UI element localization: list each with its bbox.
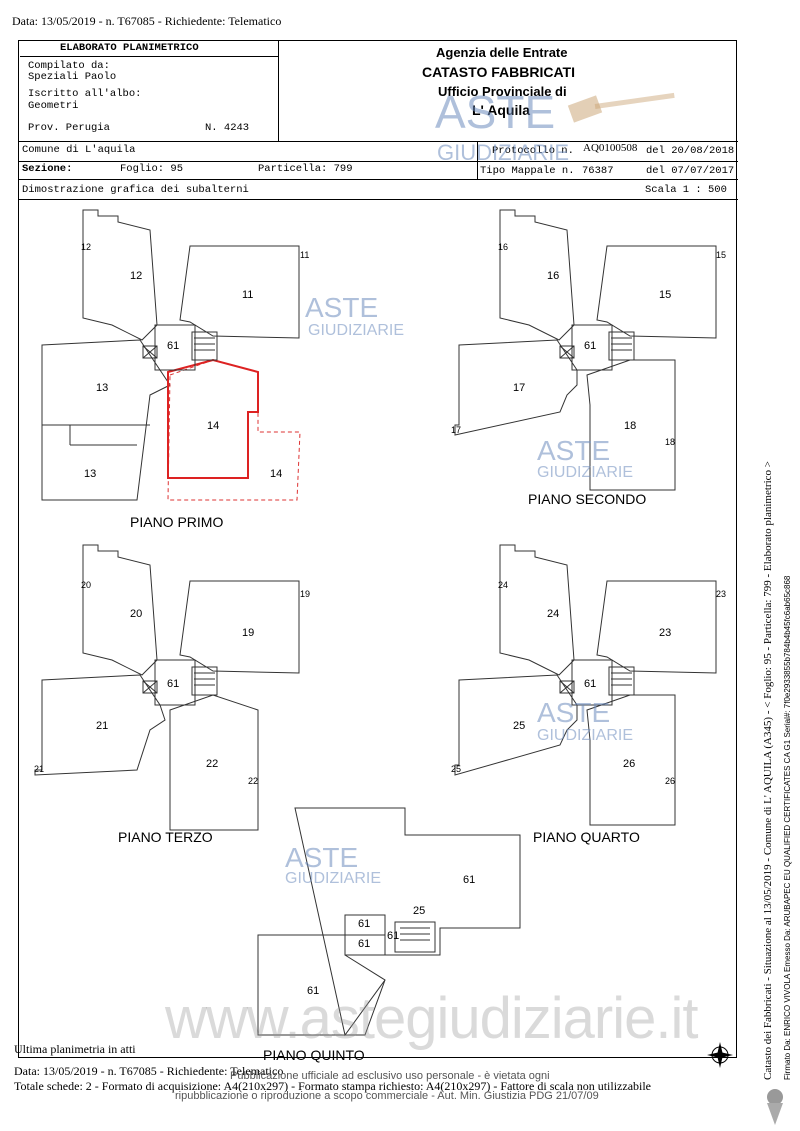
piano-terzo-label: PIANO TERZO (118, 829, 213, 845)
sezione-label: Sezione: (22, 163, 73, 175)
room-label: 20 (130, 608, 143, 620)
room-label: 61 (584, 340, 597, 352)
room-label: 17 (513, 382, 526, 394)
room-label: 16 (547, 270, 560, 282)
watermark-url: www.astegiudiziarie.it (165, 986, 698, 1051)
comune-label: Comune di L'aquila (22, 144, 136, 156)
room-label: 12 (81, 242, 92, 252)
logo-icon (767, 1089, 783, 1125)
room-label: 26 (665, 776, 676, 786)
tipo-date: del 07/07/2017 (646, 165, 735, 177)
room-label: 17 (451, 425, 462, 435)
room-label: 25 (513, 720, 526, 732)
room-label: 11 (300, 250, 310, 260)
compilato-label: Compilato da: (28, 60, 110, 72)
prov-value: Prov. Perugia (28, 122, 110, 134)
agency-name: Agenzia delle Entrate (436, 45, 568, 60)
room-label: 12 (130, 270, 143, 282)
scala-label: Scala 1 : 500 (645, 184, 727, 196)
side-signature: Firmato Da: ENRICO VIVOLA Emesso Da: ARU… (783, 575, 792, 1080)
watermark-aste: ASTE (537, 435, 611, 466)
room-label: 21 (96, 720, 109, 732)
side-text: Catasto dei Fabbricati - Situazione al 1… (762, 461, 774, 1080)
top-header: Data: 13/05/2019 - n. T67085 - Richieden… (12, 14, 282, 28)
protocollo-label: Protocollo n. (492, 145, 574, 157)
iscritto-label: Iscritto all'albo: (28, 88, 142, 100)
room-label: 61 (358, 918, 371, 930)
watermark-giudiziarie: GIUDIZIARIE (537, 727, 634, 744)
piano-primo-label: PIANO PRIMO (130, 514, 224, 530)
room-label: 61 (463, 874, 476, 886)
watermark-aste: ASTE (285, 842, 359, 873)
footer-totale: Totale schede: 2 - Formato di acquisizio… (14, 1079, 652, 1093)
room-label: 18 (624, 420, 637, 432)
room-label: 22 (248, 776, 259, 786)
footer-ripubblicazione: ripubblicazione o riproduzione a scopo c… (175, 1090, 599, 1102)
piano-primo-plan (41, 209, 301, 501)
piano-quinto-label: PIANO QUINTO (263, 1047, 365, 1063)
room-label: 25 (451, 764, 462, 774)
catasto-title: CATASTO FABBRICATI (422, 64, 575, 80)
elaborato-title: ELABORATO PLANIMETRICO (60, 42, 199, 54)
room-label: 18 (665, 437, 676, 447)
watermark-giudiziarie: GIUDIZIARIE (308, 322, 405, 339)
numero-value: N. 4243 (205, 122, 250, 134)
room-label: 61 (584, 678, 597, 690)
footer-data: Data: 13/05/2019 - n. T67085 - Richieden… (14, 1064, 284, 1078)
room-label: 14 (270, 468, 283, 480)
footer-pubblicazione: Pubblicazione ufficiale ad esclusivo uso… (230, 1070, 550, 1082)
compass-icon (707, 1042, 733, 1068)
room-label: 13 (84, 468, 97, 480)
room-label: 24 (498, 580, 509, 590)
iscritto-value: Geometri (28, 100, 79, 112)
room-label: 61 (307, 985, 320, 997)
watermark-aste: ASTE (305, 292, 379, 323)
room-label: 14 (207, 420, 220, 432)
piano-secondo-plan (454, 209, 717, 491)
ufficio-label: Ufficio Provinciale di (438, 84, 567, 99)
tipo-label: Tipo Mappale n. (480, 165, 575, 177)
room-label: 19 (300, 589, 311, 599)
room-label: 19 (242, 627, 255, 639)
room-label: 11 (242, 289, 254, 301)
watermark-aste-header: ASTE (435, 86, 556, 138)
piano-terzo-plan (34, 544, 300, 831)
room-label: 23 (716, 589, 727, 599)
room-label: 26 (623, 758, 636, 770)
protocollo-date: del 20/08/2018 (646, 145, 735, 157)
ultima-label: Ultima planimetria in atti (14, 1042, 136, 1056)
watermark-giudiziarie: GIUDIZIARIE (537, 464, 634, 481)
watermark-giudiziarie-header: GIUDIZIARIE (437, 140, 570, 165)
document-frame (18, 40, 738, 1058)
piano-quinto-plan (257, 807, 521, 1037)
room-label: 61 (167, 678, 180, 690)
room-label: 15 (659, 289, 672, 301)
room-label: 61 (167, 340, 180, 352)
room-label: 61 (387, 930, 400, 942)
gavel-icon (567, 92, 675, 123)
room-label: 16 (498, 242, 509, 252)
watermark-giudiziarie: GIUDIZIARIE (285, 870, 382, 887)
room-label: 21 (34, 764, 45, 774)
piano-secondo-label: PIANO SECONDO (528, 491, 647, 507)
floor-plans (34, 209, 717, 1037)
piano-quarto-plan (454, 544, 717, 826)
dimostrazione-label: Dimostrazione grafica dei subalterni (22, 184, 249, 196)
citta-label: L' Aquila (472, 102, 531, 118)
particella-label: Particella: 799 (258, 163, 353, 175)
tipo-value: 76387 (582, 165, 614, 177)
room-label: 20 (81, 580, 92, 590)
room-label: 13 (96, 382, 109, 394)
protocollo-value: AQ0100508 (583, 142, 638, 154)
room-label: 24 (547, 608, 560, 620)
room-label: 61 (358, 938, 371, 950)
watermark-aste: ASTE (537, 697, 611, 728)
room-label: 25 (413, 905, 426, 917)
piano-quarto-label: PIANO QUARTO (533, 829, 640, 845)
foglio-label: Foglio: 95 (120, 163, 184, 175)
compilato-value: Speziali Paolo (28, 71, 117, 83)
room-label: 22 (206, 758, 219, 770)
room-label: 15 (716, 250, 727, 260)
room-label: 23 (659, 627, 672, 639)
